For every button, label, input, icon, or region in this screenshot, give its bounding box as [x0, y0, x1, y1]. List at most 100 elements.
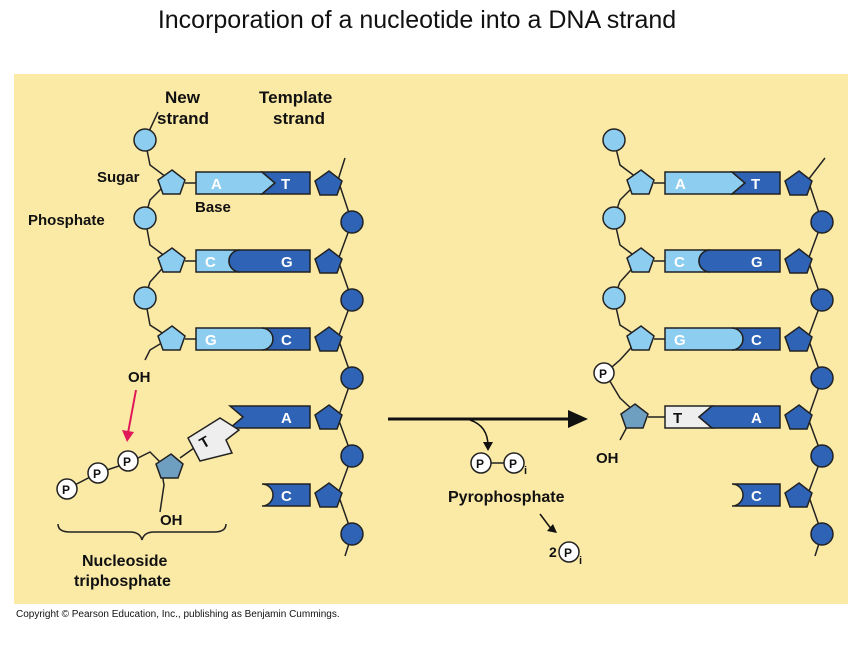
phosphate-circle — [133, 286, 157, 310]
sugar-label: Sugar — [97, 169, 140, 186]
base-label: C — [674, 254, 685, 271]
base-c — [731, 483, 781, 507]
phosphate-circle — [340, 288, 364, 312]
reaction-arrow-head — [568, 410, 588, 428]
base-label: G — [674, 332, 686, 349]
phosphate-circle — [133, 128, 157, 152]
sugar-pentagon — [314, 326, 343, 352]
new-strand-label: New — [165, 88, 201, 107]
base-label: C — [281, 488, 292, 505]
sugar-pentagon — [314, 248, 343, 274]
base-a — [697, 405, 781, 429]
phosphate-circle — [602, 286, 626, 310]
svg-text:P: P — [93, 467, 101, 481]
nucleoside-label: Nucleoside — [82, 553, 167, 570]
phosphate-circle — [810, 210, 834, 234]
base-c — [731, 327, 781, 351]
base-label: C — [205, 254, 216, 271]
base-label: G — [281, 254, 293, 271]
sugar-pentagon — [784, 404, 813, 430]
svg-text:P: P — [123, 455, 131, 469]
svg-text:i: i — [579, 555, 582, 567]
phosphate-p-circle — [503, 452, 525, 474]
base-a — [227, 405, 311, 429]
hydrolysis-arrow — [539, 513, 553, 531]
phosphate-circle — [340, 210, 364, 234]
template-strand-label: Template — [259, 88, 332, 107]
base-a — [195, 171, 277, 195]
base-label: A — [751, 410, 762, 427]
base-c — [261, 483, 311, 507]
sugar-pentagon — [784, 170, 813, 196]
base-g — [698, 249, 781, 273]
phosphate-p-circle — [558, 541, 580, 563]
base-label: A — [281, 410, 292, 427]
sugar-pentagon — [620, 403, 649, 429]
phosphate-circle — [810, 366, 834, 390]
sugar-pentagon — [626, 169, 655, 195]
sugar-pentagon — [157, 325, 186, 351]
bracket — [57, 523, 227, 541]
phosphate-p-circle — [470, 452, 492, 474]
sugar-pentagon — [784, 248, 813, 274]
base-label: T — [281, 176, 290, 193]
phosphate-circle — [340, 522, 364, 546]
base-label: A — [211, 176, 222, 193]
phosphate-circle — [133, 206, 157, 230]
incoming-base-t — [187, 417, 241, 462]
nucleoside-label: triphosphate — [74, 573, 171, 590]
svg-text:P: P — [62, 483, 70, 497]
phosphate-label: Phosphate — [28, 212, 105, 229]
sugar-pentagon — [626, 325, 655, 351]
base-text-label: Base — [195, 199, 231, 216]
base-t — [259, 171, 311, 195]
sugar-pentagon — [314, 404, 343, 430]
svg-text:P: P — [476, 457, 484, 471]
arrow-head — [122, 430, 134, 442]
base-g — [228, 249, 311, 273]
base-c — [261, 327, 311, 351]
phosphate-circle — [340, 366, 364, 390]
oh-label: OH — [160, 512, 183, 529]
pyrophosphate-label: Pyrophosphate — [448, 489, 565, 506]
oh-label: OH — [596, 450, 619, 467]
base-label: T — [673, 410, 682, 427]
sugar-pentagon — [784, 482, 813, 508]
phosphate-p-circle — [87, 462, 109, 484]
svg-text:i: i — [524, 465, 527, 477]
sugar-pentagon — [314, 170, 343, 196]
attack-arrow — [127, 389, 137, 434]
phosphate-circle — [340, 444, 364, 468]
phosphate-circle — [810, 522, 834, 546]
phosphate-circle — [810, 288, 834, 312]
phosphate-p-circle — [593, 362, 615, 384]
base-label: G — [751, 254, 763, 271]
sugar-pentagon — [784, 326, 813, 352]
base-label: C — [751, 488, 762, 505]
new-strand-label: strand — [157, 109, 209, 128]
phosphate-p-circle — [56, 478, 78, 500]
copyright-text: Copyright © Pearson Education, Inc., pub… — [16, 609, 340, 620]
svg-text:P: P — [509, 457, 517, 471]
two-pi-label: 2 — [549, 544, 557, 560]
base-label: C — [751, 332, 762, 349]
base-label: C — [281, 332, 292, 349]
base-label: G — [205, 332, 217, 349]
phosphate-circle — [602, 206, 626, 230]
svg-text:P: P — [599, 367, 607, 381]
sugar-pentagon — [157, 247, 186, 273]
oh-label: OH — [128, 369, 151, 386]
base-label: A — [675, 176, 686, 193]
template-strand-label: strand — [273, 109, 325, 128]
phosphate-circle — [602, 128, 626, 152]
phosphate-p-circle — [117, 450, 139, 472]
sugar-pentagon — [157, 169, 186, 195]
sugar-pentagon — [626, 247, 655, 273]
base-label: T — [751, 176, 760, 193]
sugar-pentagon — [155, 453, 184, 479]
sugar-pentagon — [314, 482, 343, 508]
diagram-title: Incorporation of a nucleotide into a DNA… — [157, 6, 677, 34]
phosphate-circle — [810, 444, 834, 468]
base-t — [729, 171, 781, 195]
